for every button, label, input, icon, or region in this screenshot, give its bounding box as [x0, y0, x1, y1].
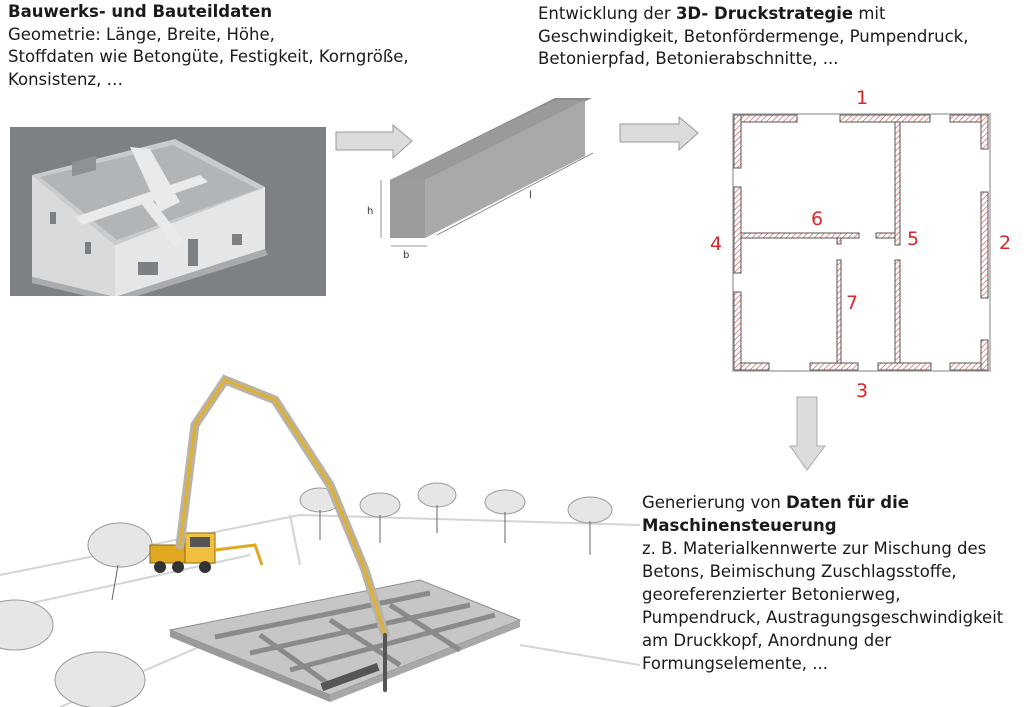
concrete-pump-truck — [149, 532, 264, 573]
building-3d-render — [10, 127, 326, 296]
strategy-text: Entwicklung der 3D- Druckstrategie mit G… — [538, 3, 968, 71]
beam-length-label: l — [529, 190, 532, 201]
strategy-prefix: Entwicklung der — [538, 4, 676, 23]
arrow-right-icon — [335, 124, 413, 160]
strategy-suffix: mit — [853, 4, 886, 23]
output-bold: Daten für die — [786, 493, 909, 512]
beam-width-label: b — [403, 250, 409, 261]
strategy-bold: 3D- Druckstrategie — [675, 4, 854, 23]
segment-label-4: 4 — [710, 233, 722, 255]
construction-site-scene — [0, 374, 640, 707]
arrow-down-icon — [789, 396, 826, 471]
input-data-line: Geometrie: Länge, Breite, Höhe, — [8, 24, 275, 44]
segment-label-3: 3 — [856, 380, 868, 400]
output-bold: Maschinensteuerung — [642, 516, 837, 535]
segment-label-5: 5 — [907, 228, 919, 250]
beam-height-label: h — [367, 206, 373, 217]
output-text: Generierung von Daten für die Maschinens… — [642, 491, 1003, 675]
output-line: am Druckkopf, Anordnung der — [642, 631, 892, 650]
floor-plan: 1 2 3 4 5 6 7 — [710, 87, 1011, 400]
segment-label-1: 1 — [856, 87, 868, 109]
output-line: Formungselemente, ... — [642, 654, 828, 673]
output-prefix: Generierung von — [642, 493, 787, 512]
output-line: z. B. Materialkennwerte zur Mischung des — [642, 539, 987, 558]
strategy-line: Betonierpfad, Betonierabschnitte, ... — [538, 49, 839, 68]
input-data-line: Konsistenz, … — [8, 69, 124, 89]
beam-element-sketch: h b l — [367, 98, 594, 261]
arrow-right-icon — [619, 116, 699, 152]
output-line: Pumpendruck, Austragungsgeschwindigkeit — [642, 608, 1004, 627]
output-line: Betons, Beimischung Zuschlagsstoffe, — [642, 562, 957, 581]
segment-label-2: 2 — [999, 232, 1011, 254]
segment-label-7: 7 — [846, 292, 858, 314]
output-line: georeferenzierter Betonierweg, — [642, 585, 901, 604]
strategy-line: Geschwindigkeit, Betonfördermenge, Pumpe… — [538, 26, 969, 46]
input-data-title: Bauwerks- und Bauteildaten — [8, 2, 273, 21]
input-data-line: Stoffdaten wie Betongüte, Festigkeit, Ko… — [8, 47, 409, 66]
input-data-text: Bauwerks- und Bauteildaten Geometrie: Lä… — [8, 1, 409, 91]
segment-label-6: 6 — [811, 208, 823, 230]
